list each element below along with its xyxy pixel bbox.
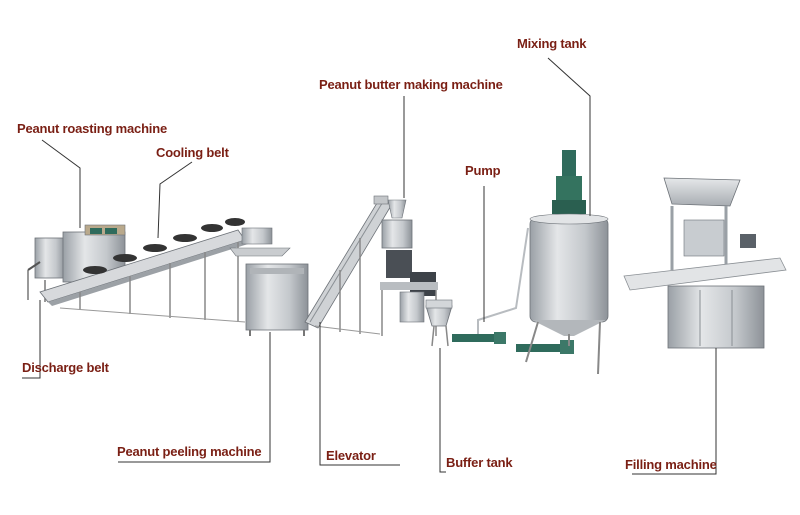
label-mixing-tank: Mixing tank <box>517 36 587 51</box>
label-peanut-roasting-machine: Peanut roasting machine <box>17 121 167 136</box>
leader-mixing-tank <box>547 57 591 216</box>
label-peanut-butter-making-machine: Peanut butter making machine <box>319 77 503 92</box>
label-pump: Pump <box>465 163 501 178</box>
label-buffer-tank: Buffer tank <box>446 455 513 470</box>
cooling-belt <box>39 218 291 323</box>
label-filling-machine: Filling machine <box>625 457 717 472</box>
elevator <box>304 195 393 335</box>
buffer-tank <box>425 299 453 347</box>
leader-peanut-peeling-machine <box>118 332 271 463</box>
leader-discharge-belt <box>22 300 41 379</box>
leader-lines <box>22 57 717 475</box>
label-elevator: Elevator <box>326 448 376 463</box>
mixing-tank <box>525 150 609 375</box>
peanut-butter-making-machine <box>380 199 438 336</box>
label-discharge-belt: Discharge belt <box>22 360 109 375</box>
leader-elevator <box>319 322 400 466</box>
label-peanut-peeling-machine: Peanut peeling machine <box>117 444 262 459</box>
leader-cooling-belt <box>157 161 193 239</box>
peanut-peeling-machine <box>245 263 309 336</box>
leader-filling-machine <box>632 348 717 475</box>
filling-machine <box>623 177 787 349</box>
pump <box>452 227 574 354</box>
label-cooling-belt: Cooling belt <box>156 145 229 160</box>
leader-peanut-roasting-machine <box>41 139 81 228</box>
leader-buffer-tank <box>439 348 446 473</box>
